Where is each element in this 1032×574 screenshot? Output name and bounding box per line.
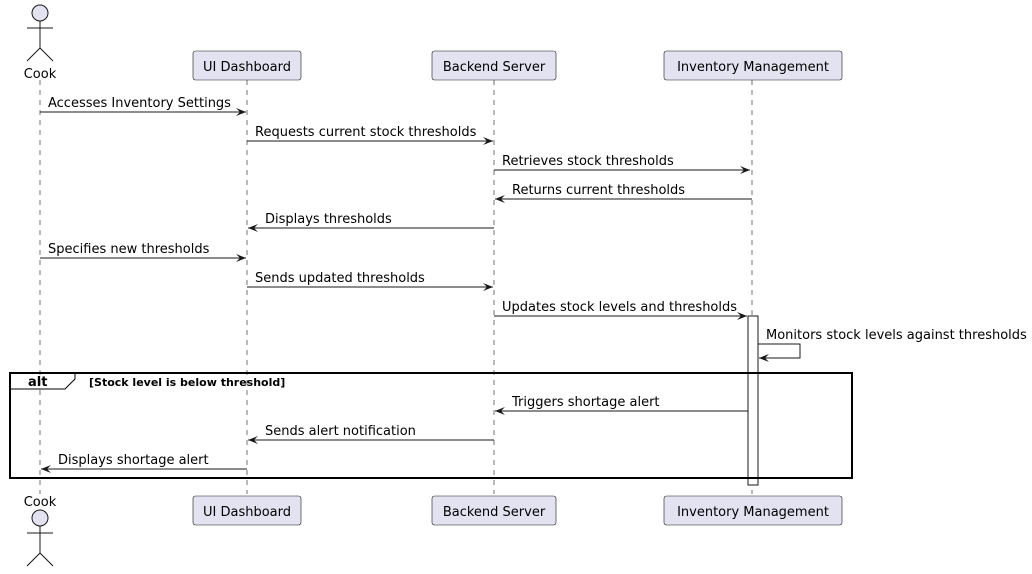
activations: [747, 315, 759, 486]
arrow-head: [248, 224, 258, 232]
actor-head: [31, 509, 49, 527]
arrow-head: [737, 312, 747, 320]
message-label: Requests current stock thresholds: [255, 125, 477, 140]
arrow-head: [483, 283, 493, 291]
message-specifies-new-thresholds: Specifies new thresholds: [40, 242, 246, 262]
message-label: Retrieves stock thresholds: [502, 154, 674, 169]
message-displays-shortage-alert: Displays shortage alert: [41, 453, 247, 473]
message-label: Monitors stock levels against thresholds: [766, 328, 1027, 343]
participant-ui-bottom: UI Dashboard: [192, 495, 302, 526]
participant-backend-bottom: Backend Server: [431, 495, 557, 526]
participant-label: Inventory Management: [677, 60, 829, 75]
actor-cook-top: Cook: [24, 4, 57, 82]
message-accesses-inventory-settings: Accesses Inventory Settings: [40, 96, 246, 116]
message-label: Triggers shortage alert: [511, 395, 660, 410]
alt-fragment-tab: [10, 373, 76, 390]
participant-inventory-bottom: Inventory Management: [663, 495, 843, 526]
alt-fragment-keyword: alt: [28, 375, 47, 390]
participant-inventory-top: Inventory Management: [663, 50, 843, 81]
participant-box: [192, 495, 302, 526]
participant-ui-top: UI Dashboard: [192, 50, 302, 81]
activation-bar-inventory: [747, 315, 759, 486]
message-label: Updates stock levels and thresholds: [502, 300, 737, 315]
participant-label: Inventory Management: [677, 505, 829, 520]
arrow-head: [495, 407, 505, 415]
message-updates-stock-levels-and-thresholds: Updates stock levels and thresholds: [494, 300, 747, 320]
arrow-head: [759, 354, 769, 362]
arrow-head: [483, 137, 493, 145]
actor-legs: [26, 47, 54, 62]
message-label: Sends updated thresholds: [255, 271, 425, 286]
actor-cook-bottom: Cook: [24, 495, 57, 567]
message-label: Specifies new thresholds: [48, 242, 210, 257]
message-requests-current-stock-thresholds: Requests current stock thresholds: [247, 125, 493, 145]
participant-label: Backend Server: [443, 505, 546, 520]
message-label: Displays thresholds: [265, 212, 392, 227]
arrow-head: [248, 436, 258, 444]
message-label: Displays shortage alert: [58, 453, 209, 468]
arrow-head: [236, 108, 246, 116]
message-returns-current-thresholds: Returns current thresholds: [495, 183, 752, 203]
alt-fragment-frame: [9, 372, 853, 479]
participant-box: [663, 50, 843, 81]
participant-label: Cook: [24, 67, 57, 82]
message-retrieves-stock-thresholds: Retrieves stock thresholds: [494, 154, 750, 174]
alt-fragment-condition: [Stock level is below threshold]: [89, 376, 285, 389]
message-triggers-shortage-alert: Triggers shortage alert: [495, 395, 748, 415]
actor-head: [31, 4, 49, 22]
fragments: alt [Stock level is below threshold]: [9, 372, 853, 479]
arrow-head: [495, 195, 505, 203]
arrow-head: [41, 465, 51, 473]
participant-box: [192, 50, 302, 81]
message-monitors-stock-levels-against-thresholds: Monitors stock levels against thresholds: [758, 328, 1027, 362]
participant-label: Backend Server: [443, 60, 546, 75]
arrow-head: [740, 166, 750, 174]
participant-box: [431, 50, 557, 81]
actor-legs: [26, 552, 54, 567]
message-sends-updated-thresholds: Sends updated thresholds: [247, 271, 493, 291]
message-label: Returns current thresholds: [512, 183, 685, 198]
arrow-head: [236, 254, 246, 262]
message-line: [758, 343, 801, 359]
participant-box: [663, 495, 843, 526]
message-label: Sends alert notification: [265, 424, 416, 439]
message-sends-alert-notification: Sends alert notification: [248, 424, 494, 444]
participant-box: [431, 495, 557, 526]
message-displays-thresholds: Displays thresholds: [248, 212, 494, 232]
message-label: Accesses Inventory Settings: [48, 96, 231, 111]
participant-label: Cook: [24, 495, 57, 510]
participant-label: UI Dashboard: [203, 505, 291, 520]
participant-backend-top: Backend Server: [431, 50, 557, 81]
participant-label: UI Dashboard: [203, 60, 291, 75]
